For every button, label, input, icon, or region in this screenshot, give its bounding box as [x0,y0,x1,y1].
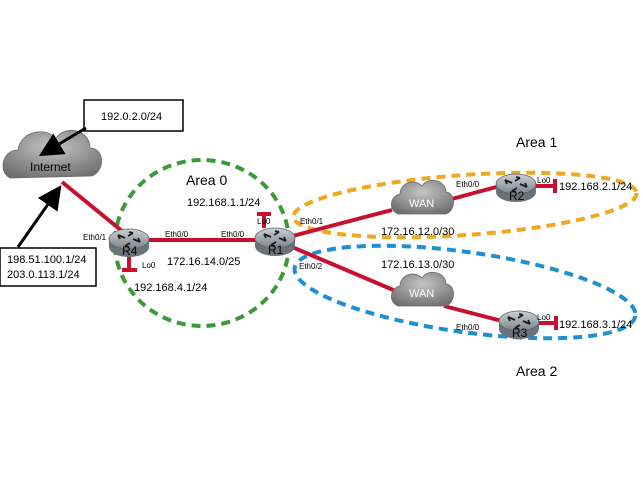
r4-lo0-label: Lo0 [142,261,156,270]
wan-cloud-top: WAN [391,179,454,215]
area-2-label: Area 2 [516,363,557,379]
router-r1-label: R1 [268,243,284,257]
r1-eth0-0-label: Eth0/0 [221,230,245,239]
r4-public-text-1: 198.51.100.1/24 [7,254,87,266]
link-r1-wan-bottom [284,242,399,294]
router-r3[interactable]: R3 [498,310,540,340]
internet-prefix-callout: 192.0.2.0/24 [38,99,184,157]
r1-loopback-network: 192.168.1.1/24 [187,197,260,209]
r2-lo0-label: Lo0 [537,176,551,185]
area-0-label: Area 0 [186,172,227,188]
link-r1-wan-top [284,208,393,240]
router-r4-label: R4 [122,244,138,258]
link-internet-r4 [60,180,130,238]
internet-prefix-text: 192.0.2.0/24 [101,111,162,123]
r1-r2-link-network: 172.16.12.0/30 [381,226,454,238]
r4-eth0-1-label: Eth0/1 [83,233,107,242]
loopback-r3 [538,316,558,330]
wan-cloud-bottom: WAN [391,271,454,307]
router-r3-label: R3 [512,326,528,340]
area-2-boundary [292,243,638,341]
link-wan-bottom-r3 [443,304,503,323]
r1-eth0-1-label: Eth0/1 [300,217,324,226]
router-r4[interactable]: R4 [108,228,150,258]
r3-lo0-label: Lo0 [537,313,551,322]
r1-eth0-2-label: Eth0/2 [299,262,323,271]
r2-eth0-0-label: Eth0/0 [456,180,480,189]
internet-label: Internet [30,160,71,174]
link-wan-top-r2 [447,184,501,202]
internet-cloud: Internet [2,129,102,179]
router-r2[interactable]: R2 [495,173,537,203]
wan-bottom-label: WAN [409,288,434,300]
router-r1[interactable]: R1 [254,227,296,257]
wan-top-label: WAN [409,198,434,210]
router-r2-label: R2 [509,189,525,203]
r1-r3-link-network: 172.16.13.0/30 [381,259,454,271]
area-1-label: Area 1 [516,134,557,150]
r2-loopback-network: 192.168.2.1/24 [559,181,632,193]
r4-loopback-network: 192.168.4.1/24 [134,282,207,294]
r1-lo0-label: Lo0 [257,217,271,226]
r4-public-callout: 198.51.100.1/24 203.0.113.1/24 [0,185,97,287]
r4-eth0-0-label: Eth0/0 [165,230,189,239]
r4-public-text-2: 203.0.113.1/24 [7,269,80,281]
r3-loopback-network: 192.168.3.1/24 [559,319,632,331]
r3-eth0-0-label: Eth0/0 [456,323,480,332]
links [60,179,558,330]
loopback-r2 [535,179,557,193]
loopback-r1 [257,212,271,228]
area-1-boundary [291,170,639,240]
r1-r4-link-network: 172.16.14.0/25 [167,256,240,268]
loopback-r4 [122,255,137,272]
